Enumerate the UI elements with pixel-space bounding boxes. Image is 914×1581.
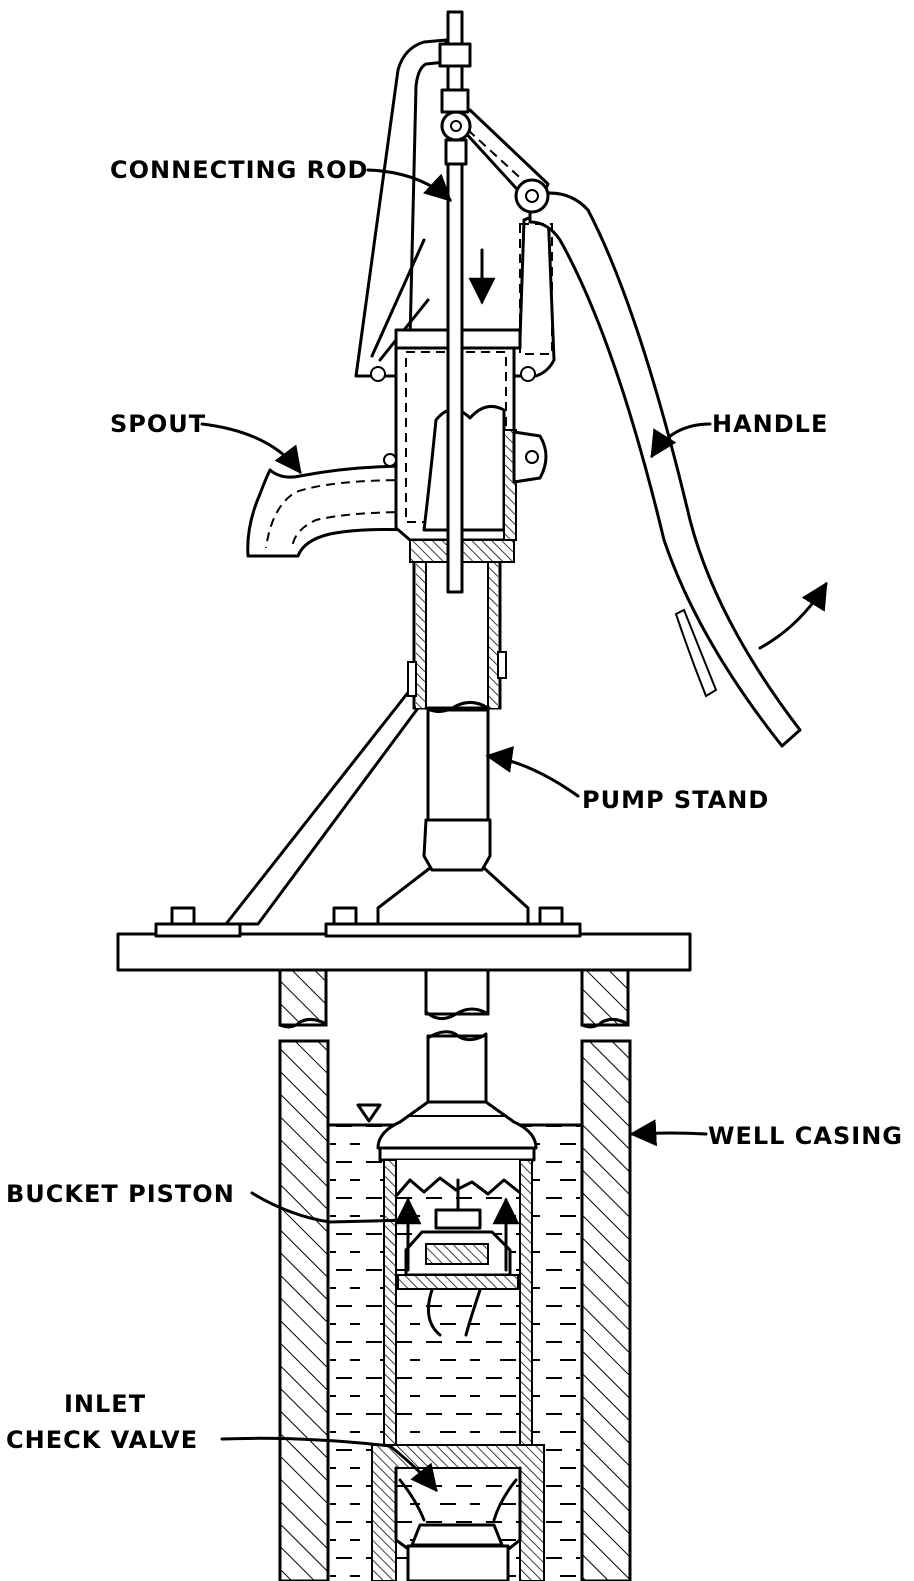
label-pump-stand: PUMP STAND: [582, 786, 769, 814]
bucket-piston: [394, 1178, 520, 1337]
handle-motion-arrow: [758, 581, 828, 650]
well-casing-right: [580, 1039, 632, 1581]
pump-frame: [354, 38, 556, 378]
label-check-valve: CHECK VALVE: [6, 1426, 198, 1454]
label-inlet: INLET: [64, 1390, 146, 1418]
label-connecting-rod: CONNECTING ROD: [110, 156, 368, 184]
well-casing-left: [278, 1039, 330, 1581]
well-section: [278, 1030, 632, 1581]
leader-lines: [200, 168, 712, 1493]
pump-handle: [450, 108, 802, 748]
base-plate: [116, 866, 692, 1029]
spout: [246, 464, 414, 558]
label-well-casing: WELL CASING: [708, 1122, 903, 1150]
label-bucket-piston: BUCKET PISTON: [6, 1180, 235, 1208]
pump-head: [246, 38, 556, 563]
foundation-plate: [116, 932, 692, 972]
support-brace: [224, 688, 426, 926]
label-handle: HANDLE: [712, 410, 828, 438]
inlet-check-valve: [371, 1444, 545, 1581]
water-level-icon: [356, 1103, 382, 1123]
connecting-rod: [438, 10, 472, 594]
cylinder-cap: [376, 1100, 538, 1150]
label-spout: SPOUT: [110, 410, 206, 438]
